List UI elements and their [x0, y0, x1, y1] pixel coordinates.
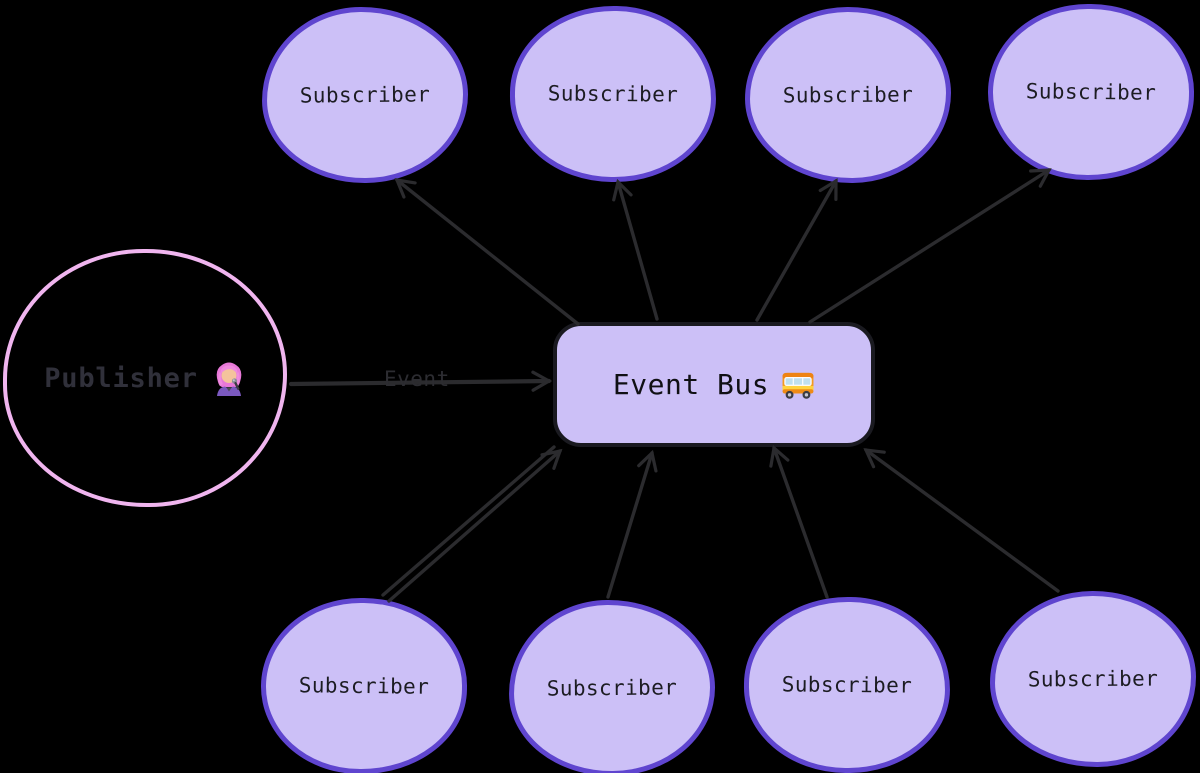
subscriber-node-bottom-4: Subscriber — [989, 590, 1197, 768]
arrow-bus-to-subscriber-top-2 — [612, 178, 659, 321]
subscriber-label: Subscriber — [299, 82, 431, 108]
arrow-bus-to-subscriber-top-3 — [755, 178, 838, 322]
arrow-bus-to-subscriber-top-4 — [808, 168, 1052, 324]
arrow-subscriber-bottom-3-to-bus — [769, 444, 829, 599]
subscriber-label: Subscriber — [547, 81, 679, 107]
publisher-node: Publisher — [3, 249, 287, 507]
bus-emoji-icon — [782, 372, 814, 399]
arrow-subscriber-bottom-1-to-bus-sketch-stroke — [381, 445, 556, 597]
subscriber-label: Subscriber — [1025, 79, 1157, 105]
subscriber-node-top-1: Subscriber — [261, 5, 469, 185]
subscriber-node-top-3: Subscriber — [744, 6, 952, 184]
subscriber-label: Subscriber — [781, 672, 913, 698]
subscriber-label: Subscriber — [298, 673, 430, 699]
arrow-subscriber-bottom-2-to-bus — [606, 449, 658, 599]
arrow-subscriber-bottom-1-to-bus — [387, 448, 563, 603]
publisher-label: Publisher — [44, 362, 198, 394]
arrow-bus-to-subscriber-top-1 — [394, 177, 580, 326]
arrow-subscriber-bottom-4-to-bus — [863, 448, 1060, 593]
event-bus-node: Event Bus — [553, 322, 875, 447]
subscriber-label: Subscriber — [546, 675, 678, 701]
subscriber-node-top-4: Subscriber — [986, 2, 1196, 182]
subscriber-label: Subscriber — [782, 82, 914, 108]
subscriber-node-top-2: Subscriber — [509, 5, 717, 183]
subscriber-node-bottom-1: Subscriber — [259, 596, 469, 773]
subscriber-node-bottom-3: Subscriber — [743, 596, 951, 773]
subscriber-node-bottom-2: Subscriber — [508, 598, 716, 773]
subscriber-label: Subscriber — [1027, 666, 1159, 692]
woman-singer-emoji-icon — [216, 362, 242, 396]
event-bus-label: Event Bus — [612, 368, 770, 401]
edge-label-event: Event — [384, 367, 450, 391]
